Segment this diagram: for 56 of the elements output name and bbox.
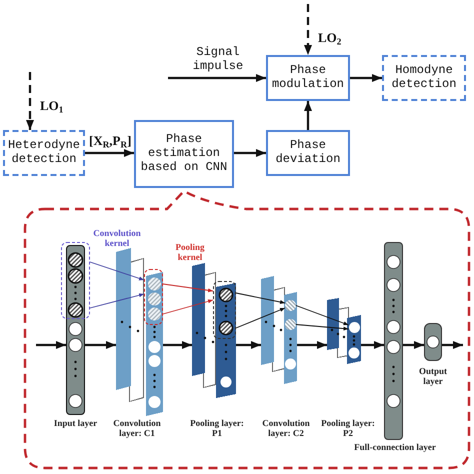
box-label: Phase modulation [270,64,345,92]
arrow [296,324,349,331]
arrow [297,341,327,349]
arrow [236,341,261,349]
layer-label: Full-connection layer [353,442,437,452]
kernel-label: Convolution kernel [92,228,142,248]
neuron-circle [348,322,360,332]
arrow [236,292,286,304]
hatched-neuron [285,300,296,311]
arrow [85,149,134,157]
layer-label: Input layer [53,418,98,428]
detection-box [382,55,466,101]
edge-label: LO$_{1}$ [40,98,64,114]
box-label: Phase estimation based on CNN [140,133,228,175]
arrow [162,299,214,314]
arrow [304,101,312,130]
box-label: Heterodyne detection [7,139,81,167]
kernel-label: Pooling kernel [174,242,206,262]
layer-label: Output layer [418,366,448,386]
arrow [236,308,286,328]
layer-label: Convolution layer: C2 [261,418,311,438]
edge-label: Signal impulse [192,46,244,74]
arrow [162,284,214,292]
hatched-neuron [285,319,296,330]
kernel-window [144,269,163,325]
arrow [85,341,116,349]
arrow [403,341,424,349]
arrow [163,341,192,349]
arrow [26,72,34,130]
input-layer-bar [66,245,85,415]
layer-label: Pooling layer: P2 [321,418,375,438]
layer-label: Pooling layer: P1 [190,418,244,438]
arrow [90,293,144,308]
kernel-window [213,281,236,339]
arrow [234,149,266,157]
callout-bubble [24,189,471,470]
arrow [90,262,144,280]
arrow [361,341,384,349]
edge-label: [X$_{R}$,P$_{R}$] [89,133,132,149]
edge-label: LO$_{2}$ [318,30,342,46]
layer-label: Convolution layer: C1 [112,418,162,438]
process-box [134,120,234,188]
box-label: Phase deviation [274,139,342,167]
arrow [350,74,382,82]
box-label: Homodyne detection [390,64,458,92]
process-box [266,130,350,176]
output-layer-node [424,323,442,361]
arrow [36,341,66,349]
detection-box [3,130,85,176]
process-box [266,55,350,101]
arrow [296,305,349,326]
arrow [168,74,266,82]
kernel-window [61,242,90,319]
fully-connected-layer-bar [384,242,403,440]
arrow [304,4,312,55]
arrow [442,341,463,349]
